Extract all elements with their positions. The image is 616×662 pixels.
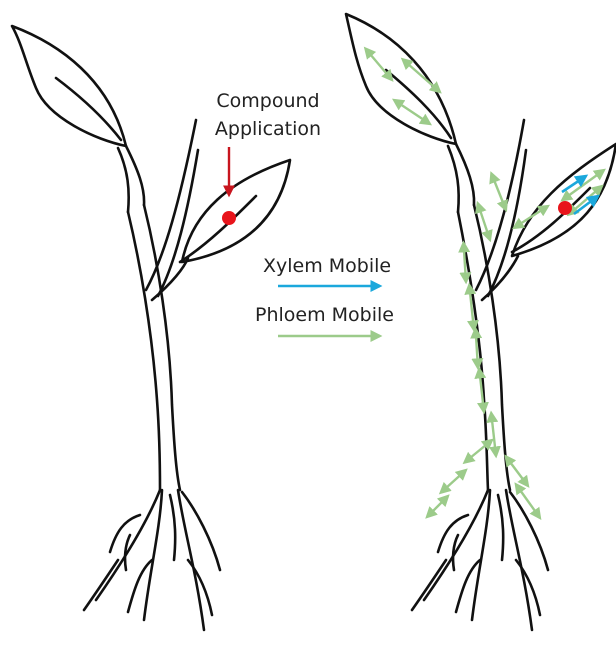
plant-left: [12, 26, 290, 630]
phloem-arrow: [494, 180, 506, 210]
phloem-arrow: [470, 440, 492, 458]
compound-dot-left: [222, 211, 236, 225]
phloem-arrow: [370, 54, 392, 80]
phloem-arrow: [510, 462, 528, 486]
phloem-arrow: [446, 470, 466, 488]
application-label-line1: Compound: [216, 90, 319, 112]
xylem-mobile-label: Xylem Mobile: [263, 255, 391, 277]
phloem-arrow: [520, 206, 548, 224]
phloem-arrow: [408, 64, 440, 92]
phloem-arrow: [492, 420, 496, 456]
phloem-arrow: [432, 496, 448, 512]
phloem-mobile-label: Phloem Mobile: [255, 304, 394, 326]
compound-dot-right: [558, 201, 572, 215]
xylem-arrow: [562, 176, 586, 192]
application-label-line2: Application: [215, 118, 321, 140]
